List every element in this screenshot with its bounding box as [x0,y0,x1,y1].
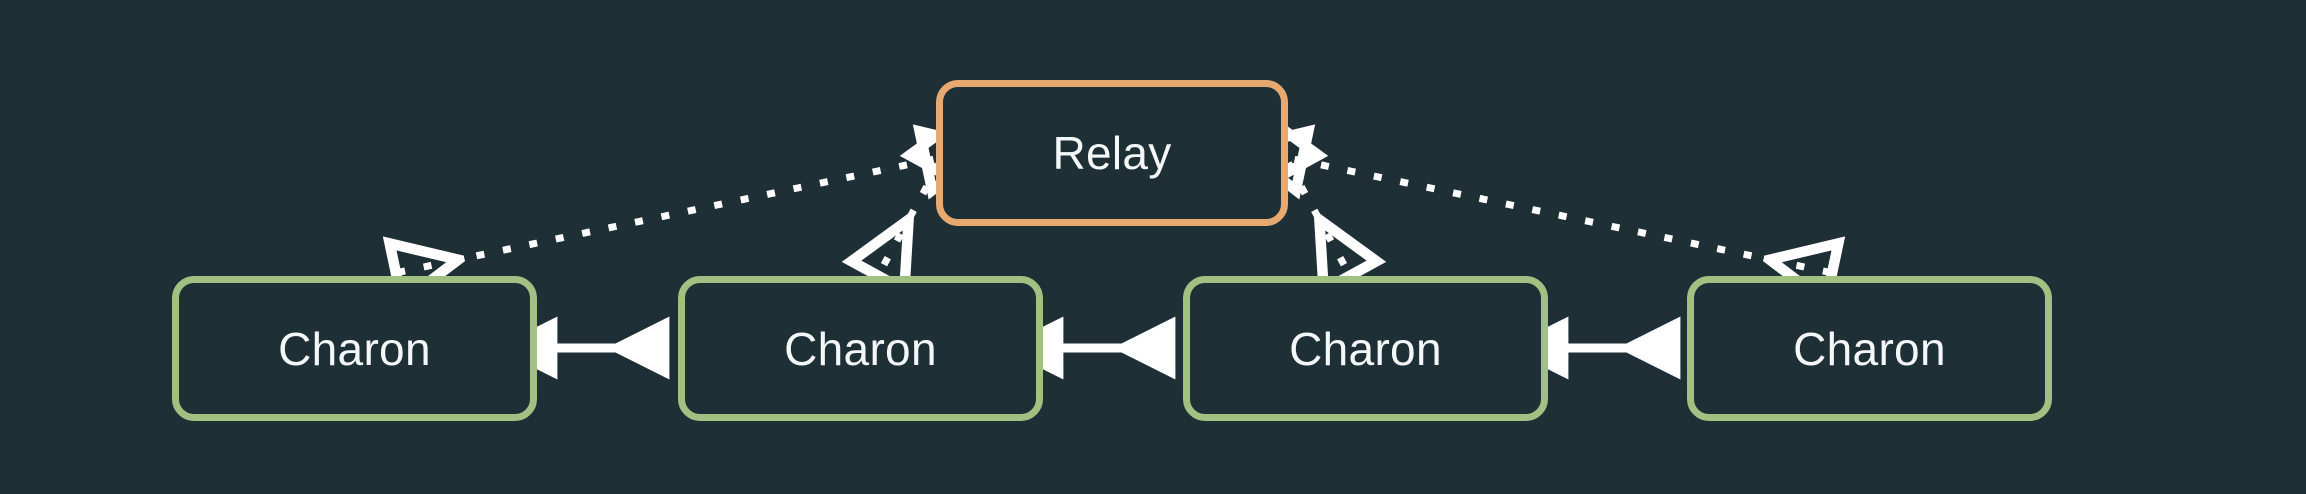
node-charon-4[interactable]: Charon [1687,276,2052,421]
edge-relay-charon-4 [1298,160,1828,272]
node-charon-3-label: Charon [1289,322,1442,375]
node-charon-2-label: Charon [784,322,937,375]
node-charon-2[interactable]: Charon [678,276,1043,421]
edge-relay-charon-1 [400,160,930,272]
node-charon-1-label: Charon [278,322,431,375]
edge-relay-charon-3 [1290,166,1348,272]
node-charon-3[interactable]: Charon [1183,276,1548,421]
edge-relay-charon-2 [880,166,938,272]
node-charon-4-label: Charon [1793,322,1946,375]
node-relay[interactable]: Relay [936,80,1288,226]
node-charon-1[interactable]: Charon [172,276,537,421]
node-relay-label: Relay [1052,127,1172,179]
